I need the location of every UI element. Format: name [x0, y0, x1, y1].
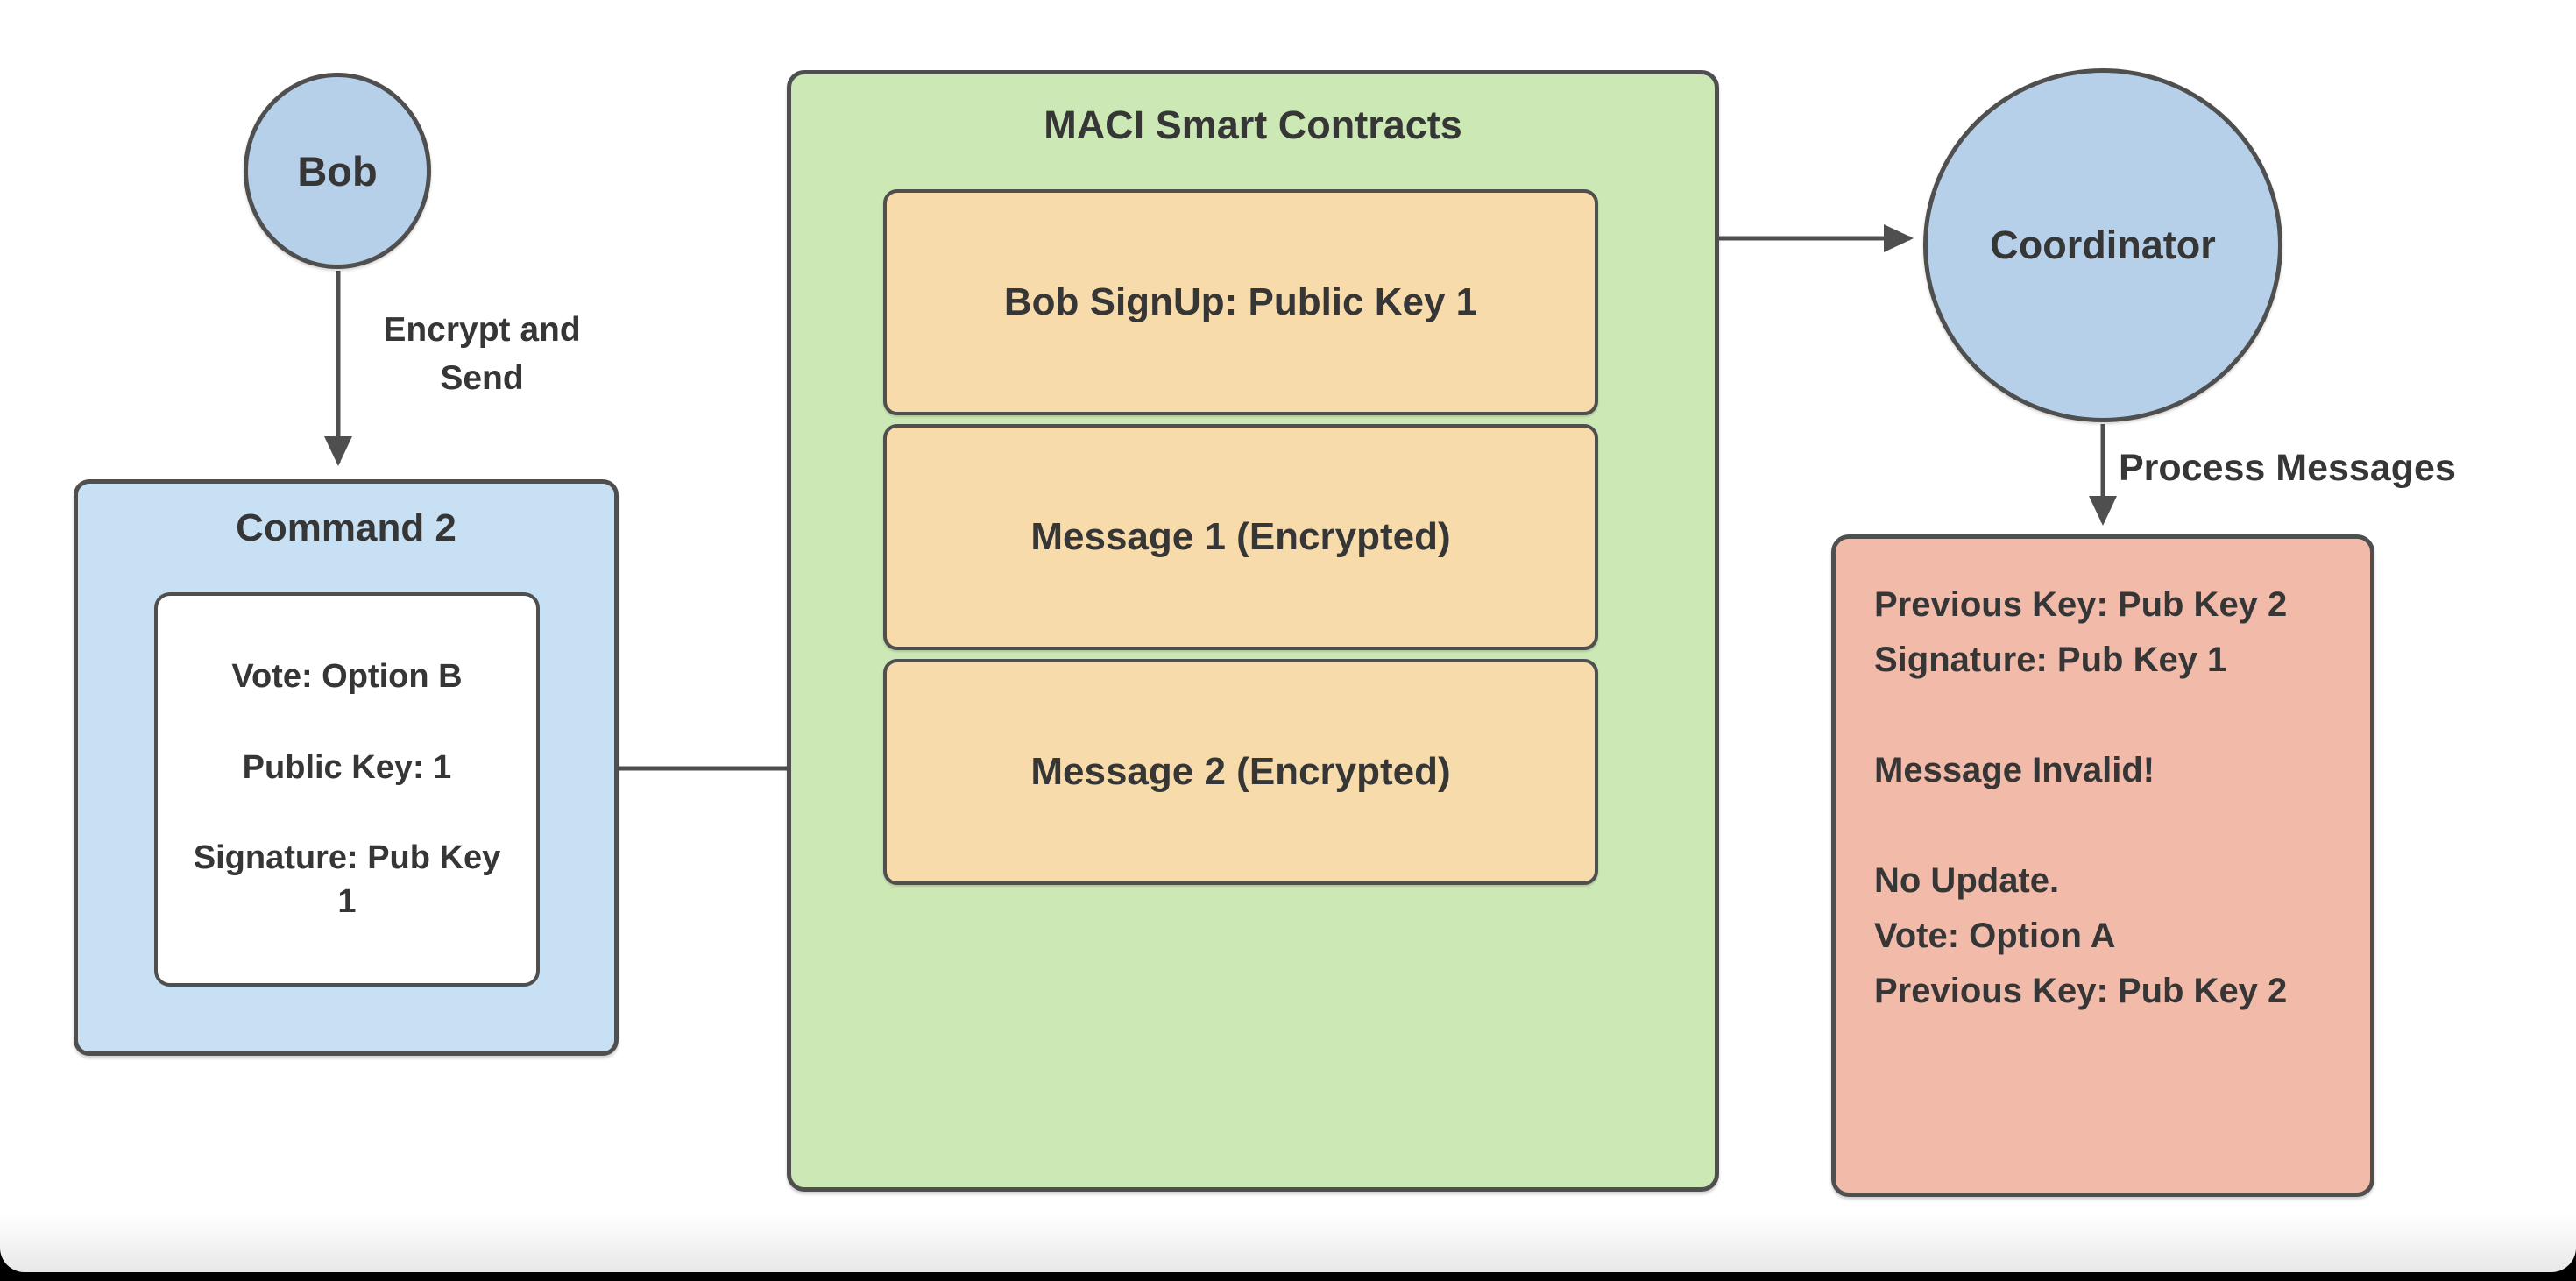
- entry-message-2: Message 2 (Encrypted): [883, 659, 1598, 885]
- command-2-title: Command 2: [236, 506, 456, 549]
- entry-message-1: Message 1 (Encrypted): [883, 424, 1598, 650]
- node-bob: Bob: [244, 73, 431, 269]
- command-field-vote: Vote: Option B: [231, 658, 463, 696]
- node-command-2: Command 2 Vote: Option B Public Key: 1 S…: [74, 479, 619, 1056]
- bottom-fade: [0, 1214, 2576, 1272]
- node-bob-label: Bob: [297, 147, 378, 195]
- command-field-signature: Signature: Pub Key 1: [193, 839, 501, 920]
- edge-label-encrypt-and-send: Encrypt and Send: [383, 311, 581, 397]
- node-process-result: Previous Key: Pub Key 2 Signature: Pub K…: [1831, 534, 2374, 1197]
- maci-smart-contracts-title: MACI Smart Contracts: [1044, 103, 1462, 147]
- result-line-blank: [1874, 798, 2312, 853]
- entry-bob-signup: Bob SignUp: Public Key 1: [883, 189, 1598, 415]
- result-line-message-invalid: Message Invalid!: [1874, 751, 2155, 789]
- result-line-no-update: No Update.: [1874, 861, 2060, 900]
- command-field-public-key: Public Key: 1: [242, 748, 452, 786]
- result-line-blank: [1874, 688, 2312, 743]
- node-coordinator: Coordinator: [1923, 68, 2282, 422]
- node-coordinator-label: Coordinator: [1990, 223, 2216, 267]
- result-line-vote: Vote: Option A: [1874, 917, 2116, 955]
- command-payload-card: Vote: Option B Public Key: 1 Signature: …: [154, 592, 540, 987]
- result-line-previous-key-2: Previous Key: Pub Key 2: [1874, 972, 2288, 1010]
- result-line-previous-key: Previous Key: Pub Key 2: [1874, 585, 2288, 624]
- node-maci-smart-contracts: MACI Smart Contracts Bob SignUp: Public …: [787, 70, 1719, 1192]
- result-line-signature: Signature: Pub Key 1: [1874, 640, 2227, 679]
- edge-label-process-messages: Process Messages: [2119, 447, 2456, 489]
